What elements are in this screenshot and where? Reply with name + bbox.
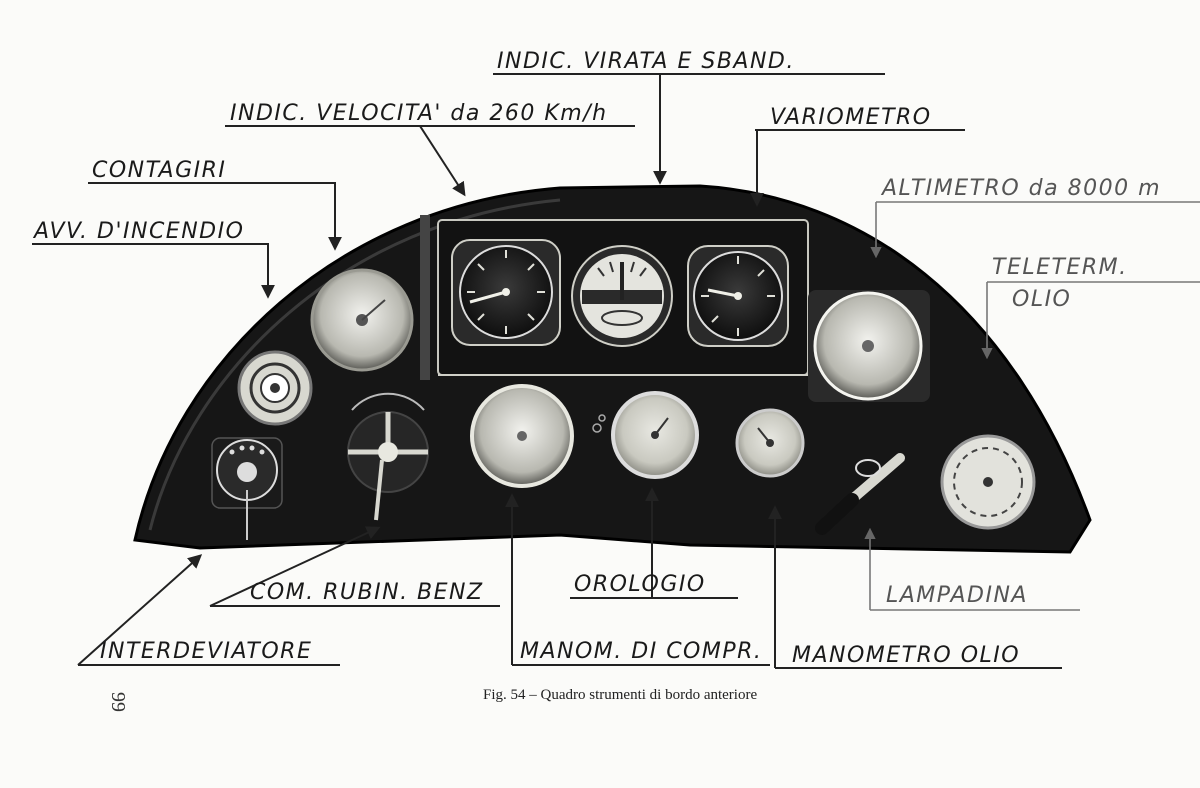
label-altimetro: ALTIMETRO da 8000 m (880, 176, 1161, 201)
page-number: 99 (107, 692, 129, 712)
label-variometro: VARIOMETRO (770, 105, 932, 130)
leader-contagiri (88, 182, 342, 251)
label-teleterm: TELETERM. (992, 255, 1128, 280)
fuel-cock-control (347, 392, 429, 521)
label-com-rubin: COM. RUBIN. BENZ (250, 580, 484, 605)
clock (592, 391, 699, 479)
label-contagiri: CONTAGIRI (92, 158, 226, 183)
leader-interdeviatore (77, 554, 203, 666)
label-avv-incendio: AVV. D'INCENDIO (32, 219, 244, 244)
variometer (687, 245, 789, 347)
tachometer (310, 268, 414, 372)
oil-pressure-gauge (735, 408, 805, 478)
turn-and-bank-indicator (571, 245, 673, 347)
selector-switch (211, 437, 283, 540)
panel-edge-highlight (148, 198, 561, 531)
oil-teletherm-gauge (940, 434, 1036, 530)
label-interdeviatore: INTERDEVIATORE (100, 639, 312, 664)
label-manom-compr: MANOM. DI COMPR. (520, 639, 762, 664)
altimeter (808, 290, 930, 402)
label-manometro-olio: MANOMETRO OLIO (792, 643, 1020, 668)
label-indic-velocita: INDIC. VELOCITA' da 260 Km/h (230, 101, 608, 126)
label-teleterm-olio: OLIO (1012, 287, 1071, 312)
leader-com-rubin (209, 526, 381, 607)
fire-alarm-gauge (237, 350, 313, 426)
label-indic-virata: INDIC. VIRATA E SBAND. (497, 49, 795, 74)
label-orologio: OROLOGIO (574, 572, 706, 597)
figure-caption: Fig. 54 – Quadro strumenti di bordo ante… (483, 687, 757, 703)
leader-velocita (419, 125, 466, 197)
leader-avv-incendio (32, 243, 275, 299)
label-lampadina: LAMPADINA (886, 583, 1028, 608)
panel-lamp (815, 453, 905, 535)
compression-manometer (470, 384, 574, 488)
airspeed-indicator (451, 239, 561, 346)
